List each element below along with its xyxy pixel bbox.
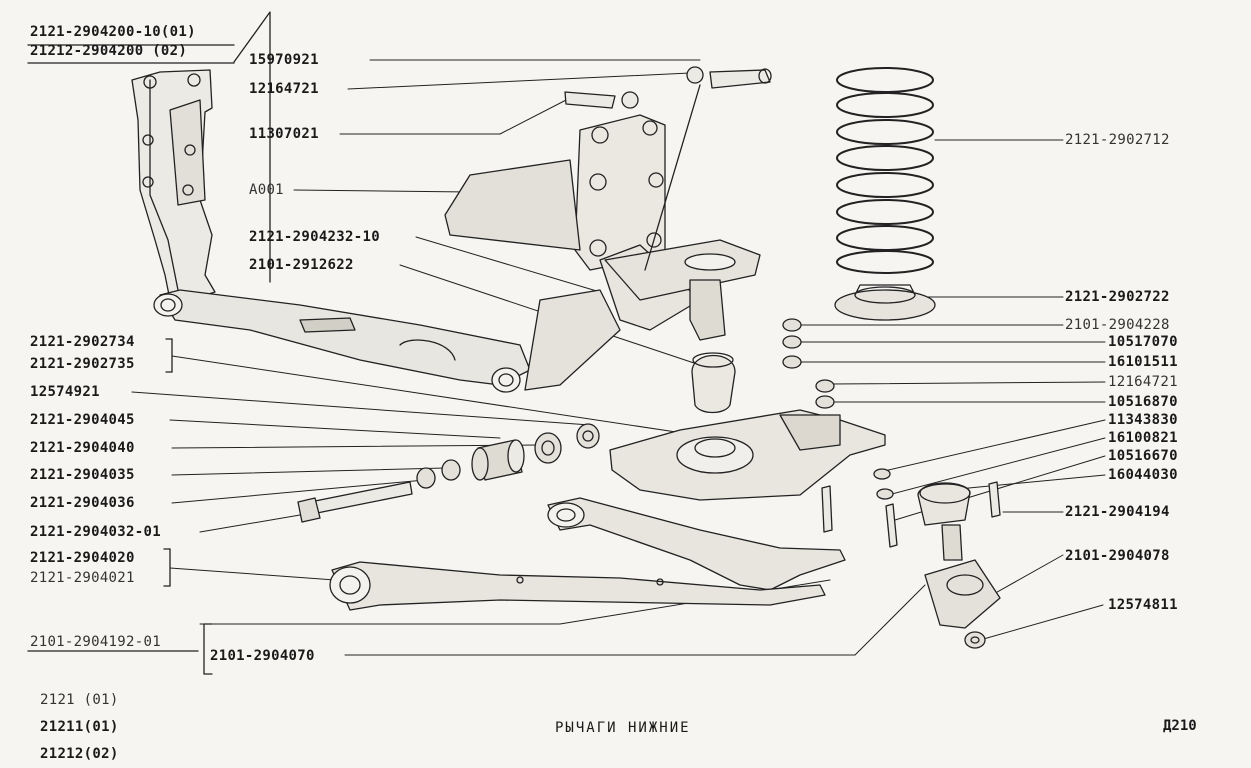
label-2121-2904021: 2121-2904021 xyxy=(30,570,135,586)
label-2121-2904032-01: 2121-2904032-01 xyxy=(30,524,161,540)
label-2101-2912622: 2101-2912622 xyxy=(249,257,354,273)
bushings xyxy=(297,423,600,523)
label-12164721-right: 12164721 xyxy=(1108,374,1178,390)
label-12574811: 12574811 xyxy=(1108,597,1178,613)
label-2121-2904035: 2121-2904035 xyxy=(30,467,135,483)
bump-stop xyxy=(691,352,736,414)
label-12164721-top: 12164721 xyxy=(249,81,319,97)
label-16101511: 16101511 xyxy=(1108,354,1178,370)
diagram-title: РЫЧАГИ НИЖНИЕ xyxy=(555,720,691,736)
label-2121-2904194: 2121-2904194 xyxy=(1065,504,1170,520)
label-2121-2904020: 2121-2904020 xyxy=(30,550,135,566)
model-21211: 21211(01) xyxy=(40,719,119,735)
label-2121-2902712: 2121-2902712 xyxy=(1065,132,1170,148)
arm-lower xyxy=(329,561,826,611)
label-2101-2904070: 2101-2904070 xyxy=(210,648,315,664)
label-12574921: 12574921 xyxy=(30,384,100,400)
strut-rod xyxy=(153,289,531,393)
spring-pan xyxy=(609,409,886,501)
model-21212: 21212(02) xyxy=(40,746,119,762)
label-11307021: 11307021 xyxy=(249,126,319,142)
label-15970921: 15970921 xyxy=(249,52,319,68)
label-16044030: 16044030 xyxy=(1108,467,1178,483)
main-part-label-1: 2121-2904200-10(01) xyxy=(30,24,196,40)
label-2121-2904040: 2121-2904040 xyxy=(30,440,135,456)
coil-spring xyxy=(836,67,934,274)
label-2121-2902735: 2121-2902735 xyxy=(30,356,135,372)
ball-mount xyxy=(604,239,761,341)
label-10516870: 10516870 xyxy=(1108,394,1178,410)
label-2121-2904045: 2121-2904045 xyxy=(30,412,135,428)
label-2121-2904036: 2121-2904036 xyxy=(30,495,135,511)
washers xyxy=(782,318,894,500)
model-2121: 2121 (01) xyxy=(40,692,119,708)
label-2121-2902734: 2121-2902734 xyxy=(30,334,135,350)
ball-joint xyxy=(821,481,1001,649)
label-2101-2904192-01: 2101-2904192-01 xyxy=(30,634,161,650)
main-part-label-2: 21212-2904200 (02) xyxy=(30,43,188,59)
body-bracket xyxy=(131,69,216,301)
label-a001: A001 xyxy=(249,182,284,198)
label-2101-2904228: 2101-2904228 xyxy=(1065,317,1170,333)
label-10517070: 10517070 xyxy=(1108,334,1178,350)
label-10516670: 10516670 xyxy=(1108,448,1178,464)
arm-upper xyxy=(547,497,846,591)
label-11343830: 11343830 xyxy=(1108,412,1178,428)
header-bracket xyxy=(233,11,271,283)
page-number: Д210 xyxy=(1163,718,1197,734)
label-2121-2902722: 2121-2902722 xyxy=(1065,289,1170,305)
label-16100821: 16100821 xyxy=(1108,430,1178,446)
label-2101-2904078: 2101-2904078 xyxy=(1065,548,1170,564)
spring-seat xyxy=(834,284,936,321)
label-2121-2904232-10: 2121-2904232-10 xyxy=(249,229,380,245)
top-bolts xyxy=(564,66,772,271)
